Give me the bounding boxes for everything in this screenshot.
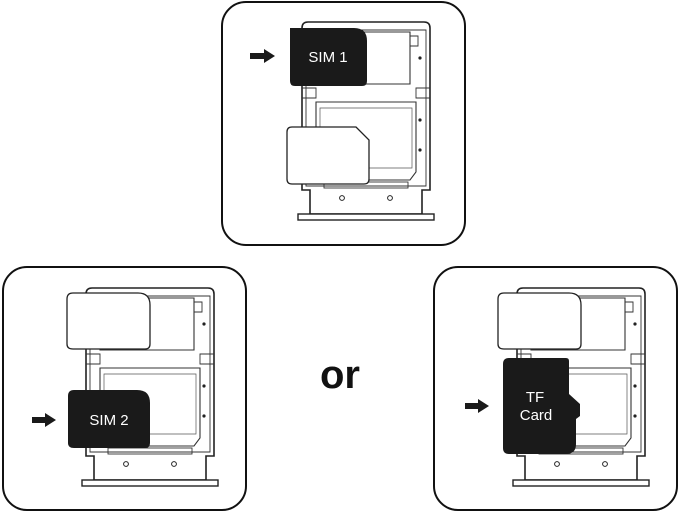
- sim1-label: SIM 1: [308, 49, 347, 66]
- tf-label-line2: Card: [520, 407, 553, 424]
- panel-sim2: SIM 2: [3, 267, 246, 510]
- empty-sim-card: [287, 127, 369, 184]
- sim2-label: SIM 2: [89, 412, 128, 429]
- empty-sim-card: [67, 293, 150, 349]
- panel-tf-card: TF Card: [434, 267, 677, 510]
- empty-sim-card: [498, 293, 581, 349]
- tf-label-line1: TF: [526, 389, 544, 406]
- panel-sim1: SIM 1: [222, 2, 465, 245]
- tf-card: [503, 358, 580, 454]
- or-label: or: [320, 353, 360, 397]
